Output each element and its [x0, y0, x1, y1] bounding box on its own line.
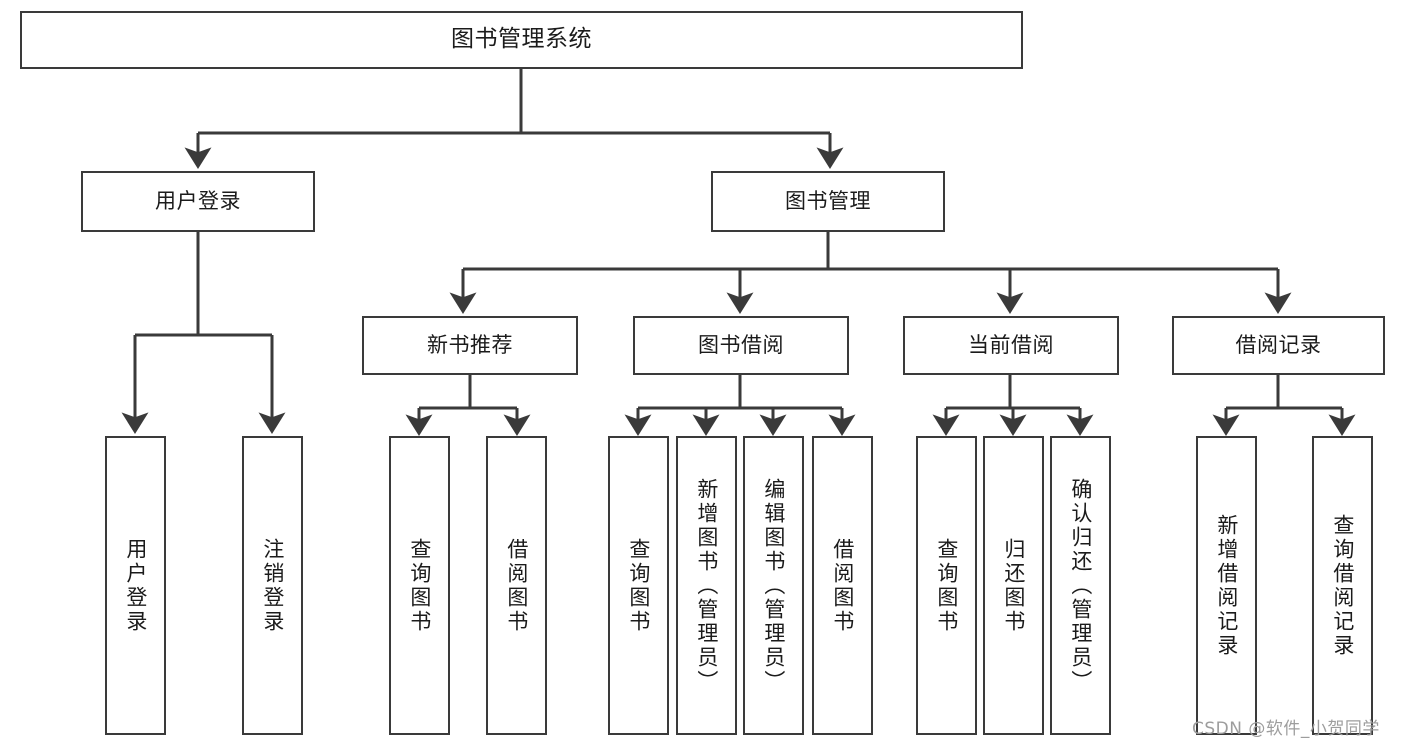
node-book-borrow[interactable]: 图书借阅 [633, 316, 849, 375]
node-label: 归还图书 [1001, 537, 1026, 634]
node-leaf-query-book-borrow[interactable]: 查询图书 [608, 436, 669, 735]
node-label: 新增图书（管理员） [694, 477, 719, 694]
node-label: 用户登录 [155, 189, 241, 214]
node-label: 新增借阅记录 [1214, 513, 1239, 658]
node-user-login[interactable]: 用户登录 [81, 171, 315, 232]
node-leaf-confirm-return-admin[interactable]: 确认归还（管理员） [1050, 436, 1111, 735]
node-label: 借阅图书 [504, 537, 529, 634]
node-leaf-query-book-current[interactable]: 查询图书 [916, 436, 977, 735]
node-leaf-query-book-recommend[interactable]: 查询图书 [389, 436, 450, 735]
node-label: 当前借阅 [968, 333, 1054, 358]
node-root-system[interactable]: 图书管理系统 [20, 11, 1023, 69]
node-leaf-edit-book-admin[interactable]: 编辑图书（管理员） [743, 436, 804, 735]
node-current-borrow[interactable]: 当前借阅 [903, 316, 1119, 375]
node-label: 图书管理 [785, 189, 871, 214]
node-label: 用户登录 [123, 537, 148, 634]
node-label: 查询借阅记录 [1330, 513, 1355, 658]
node-leaf-add-book-admin[interactable]: 新增图书（管理员） [676, 436, 737, 735]
node-leaf-return-book[interactable]: 归还图书 [983, 436, 1044, 735]
node-leaf-user-login[interactable]: 用户登录 [105, 436, 166, 735]
node-label: 注销登录 [260, 537, 285, 634]
node-new-book-recommend[interactable]: 新书推荐 [362, 316, 578, 375]
node-label: 借阅记录 [1235, 333, 1322, 358]
node-label: 新书推荐 [427, 333, 513, 358]
node-label: 借阅图书 [830, 537, 855, 634]
node-label: 图书管理系统 [451, 26, 592, 53]
node-label: 查询图书 [934, 537, 959, 634]
node-book-management[interactable]: 图书管理 [711, 171, 945, 232]
node-leaf-query-borrow-record[interactable]: 查询借阅记录 [1312, 436, 1373, 735]
node-label: 编辑图书（管理员） [761, 477, 786, 694]
node-leaf-logout[interactable]: 注销登录 [242, 436, 303, 735]
node-label: 确认归还（管理员） [1068, 477, 1093, 694]
node-leaf-add-borrow-record[interactable]: 新增借阅记录 [1196, 436, 1257, 735]
node-label: 查询图书 [626, 537, 651, 634]
node-label: 查询图书 [407, 537, 432, 634]
csdn-watermark: CSDN @软件_小贺同学 [1192, 719, 1380, 739]
node-leaf-borrow-book-recommend[interactable]: 借阅图书 [486, 436, 547, 735]
node-leaf-borrow-book[interactable]: 借阅图书 [812, 436, 873, 735]
node-label: 图书借阅 [698, 333, 784, 358]
node-borrow-record[interactable]: 借阅记录 [1172, 316, 1385, 375]
